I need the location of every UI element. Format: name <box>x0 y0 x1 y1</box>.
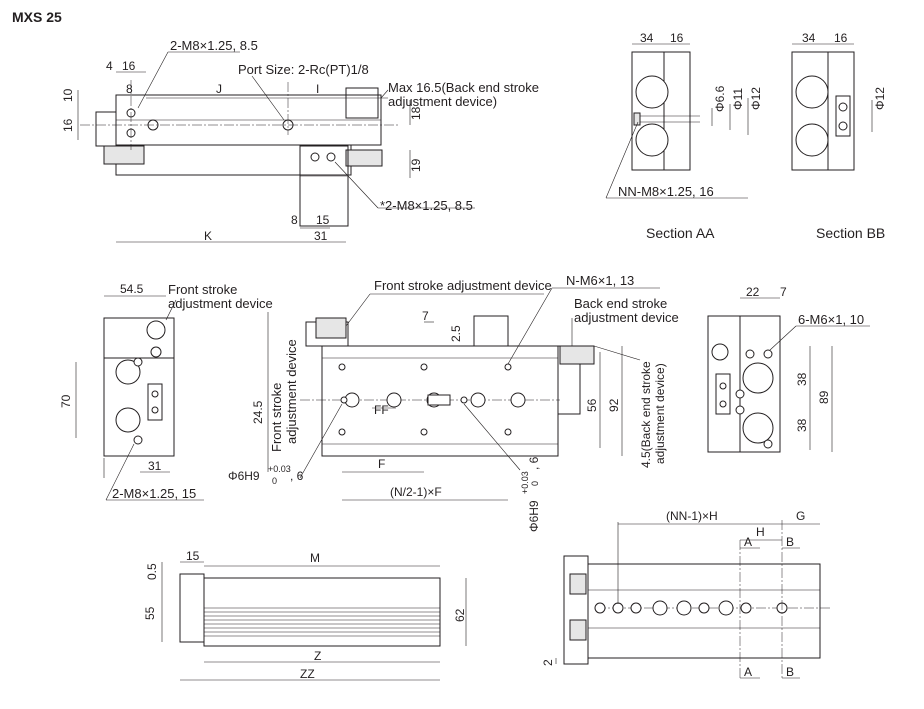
center-dim-NF: (N/2-1)×F <box>390 485 442 499</box>
center-callout-front: Front stroke adjustment device <box>374 278 552 293</box>
right-dim-38a: 38 <box>795 372 809 386</box>
aa-callout: NN-M8×1.25, 16 <box>618 184 714 199</box>
top-callout-back: Max 16.5(Back end stroke <box>388 80 539 95</box>
center-dim-245: 24.5 <box>251 400 265 424</box>
center-vert-back: 4.5(Back end stroke <box>639 361 653 468</box>
center-callout-tap: N-M6×1, 13 <box>566 273 634 288</box>
section-bb: 34 16 Φ12 Section BB <box>791 31 887 241</box>
center-vert-back2: adjustment device) <box>653 363 667 464</box>
aa-dim-phi66: Φ6.6 <box>713 85 727 112</box>
bl-dim-62: 62 <box>453 608 467 622</box>
bb-label: Section BB <box>816 225 885 241</box>
center-tol-upper-left: +0.03 <box>268 464 291 474</box>
left-callout-tap: 2-M8×1.25, 15 <box>112 486 196 501</box>
dim-16b: 16 <box>61 118 75 132</box>
center-callout-back: Back end stroke <box>574 296 667 311</box>
aa-dim-16: 16 <box>670 31 684 45</box>
aa-dim-phi12: Φ12 <box>749 87 763 110</box>
dim-4: 4 <box>106 59 113 73</box>
dim-10: 10 <box>61 88 75 102</box>
bl-dim-55: 55 <box>143 606 157 620</box>
center-dim-phi6-right: Φ6H9 <box>527 500 541 532</box>
center-dim-phi6-left: Φ6H9 <box>228 469 260 483</box>
center-tol-lower-right: 0 <box>530 481 540 486</box>
left-callout-front2: adjustment device <box>168 296 273 311</box>
dim-18: 18 <box>409 106 423 120</box>
model-title: MXS 25 <box>12 9 62 25</box>
center-depth-right: , 6 <box>527 456 541 470</box>
bl-dim-ZZ: ZZ <box>300 667 315 681</box>
center-dim-92: 92 <box>607 398 621 412</box>
dim-J: J <box>216 82 222 96</box>
center-tol-upper-right: +0.03 <box>520 471 530 494</box>
left-dim-70: 70 <box>59 394 73 408</box>
br-sec-B-bot: B <box>786 665 794 679</box>
top-callout-port: Port Size: 2-Rc(PT)1/8 <box>238 62 369 77</box>
center-vert-front2: adjustment device <box>284 339 299 444</box>
center-dim-7: 7 <box>422 309 429 323</box>
top-callout-back2: adjustment device) <box>388 94 497 109</box>
left-callout-front: Front stroke <box>168 282 237 297</box>
right-dim-7: 7 <box>780 285 787 299</box>
dim-I: I <box>316 82 319 96</box>
aa-dim-phi11: Φ11 <box>731 88 745 110</box>
bb-dim-16: 16 <box>834 31 848 45</box>
left-dim-545: 54.5 <box>120 282 144 296</box>
bl-dim-Z: Z <box>314 649 321 663</box>
dim-K: K <box>204 229 212 243</box>
top-callout-tap: 2-M8×1.25, 8.5 <box>170 38 258 53</box>
bl-dim-15: 15 <box>186 549 200 563</box>
bottom-left-view: 0.5 15 M 55 62 Z ZZ <box>143 549 467 681</box>
right-dim-22: 22 <box>746 285 760 299</box>
br-dim-H: H <box>756 525 765 539</box>
right-dim-89: 89 <box>817 390 831 404</box>
bl-dim-05: 0.5 <box>145 563 159 580</box>
dim-16a: 16 <box>122 59 136 73</box>
center-dim-F: F <box>378 457 385 471</box>
left-end-view: 54.5 Front stroke adjustment device 70 3… <box>59 282 273 501</box>
bb-dim-phi12: Φ12 <box>873 87 887 110</box>
dim-8a: 8 <box>126 82 133 96</box>
center-depth-left: , 6 <box>290 469 304 483</box>
dim-15: 15 <box>316 213 330 227</box>
top-callout-tap-bottom: *2-M8×1.25, 8.5 <box>380 198 473 213</box>
br-sec-B-top: B <box>786 535 794 549</box>
br-dim-2: 2 <box>541 659 555 666</box>
right-callout-tap: 6-M6×1, 10 <box>798 312 864 327</box>
center-plan-view: Front stroke adjustment device N-M6×1, 1… <box>228 273 679 532</box>
bottom-right-view: (NN-1)×H H G A B A B 2 <box>541 509 830 680</box>
center-dim-FF: FF <box>374 403 389 417</box>
br-sec-A-bot: A <box>744 665 752 679</box>
center-dim-25: 2.5 <box>449 325 463 342</box>
center-callout-back2: adjustment device <box>574 310 679 325</box>
aa-dim-34: 34 <box>640 31 654 45</box>
left-dim-31: 31 <box>148 459 162 473</box>
br-dim-NNH: (NN-1)×H <box>666 509 718 523</box>
aa-label: Section AA <box>646 225 715 241</box>
bl-dim-M: M <box>310 551 320 565</box>
br-sec-A-top: A <box>744 535 752 549</box>
center-vert-front: Front stroke <box>269 383 284 452</box>
br-dim-G: G <box>796 509 805 523</box>
dim-8b: 8 <box>291 213 298 227</box>
section-aa: 34 16 Φ6.6 Φ11 Φ12 NN-M8×1.25, 16 Sectio… <box>605 31 763 241</box>
center-tol-lower-left: 0 <box>272 476 277 486</box>
bb-dim-34: 34 <box>802 31 816 45</box>
dim-19: 19 <box>409 158 423 172</box>
center-dim-56: 56 <box>585 398 599 412</box>
dim-31: 31 <box>314 229 328 243</box>
right-dim-38b: 38 <box>795 418 809 432</box>
right-end-view: 22 7 6-M6×1, 10 38 38 89 <box>707 285 870 453</box>
top-view: 2-M8×1.25, 8.5 Port Size: 2-Rc(PT)1/8 Ma… <box>61 38 539 243</box>
